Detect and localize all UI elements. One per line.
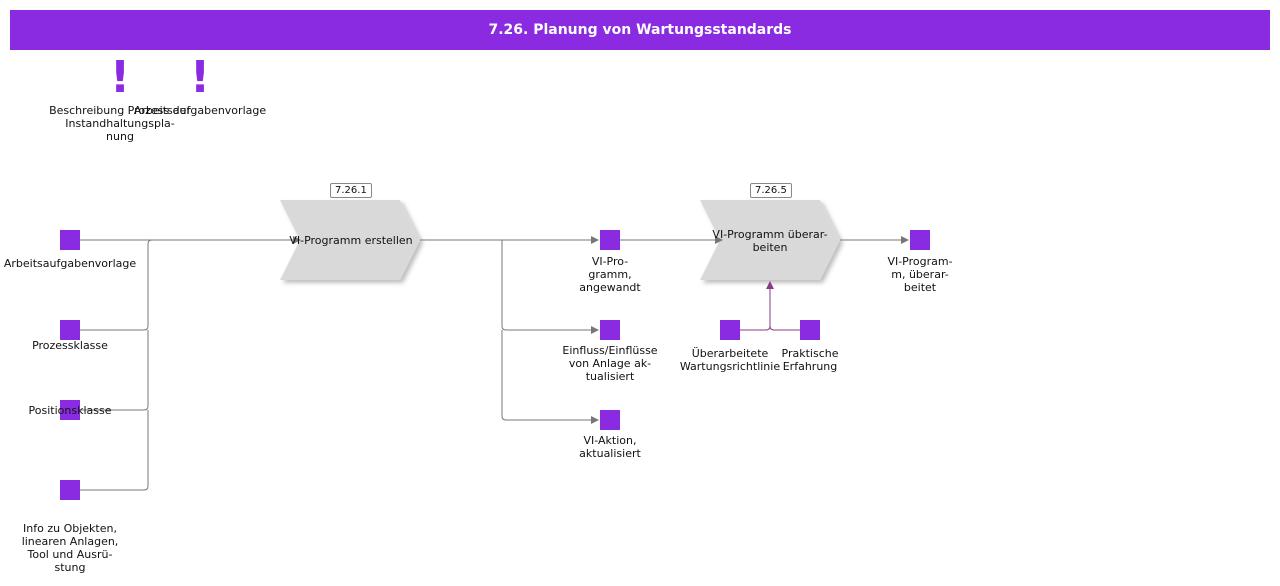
process-shape-7-26-5[interactable] (700, 200, 840, 280)
input-label: Arbeitsaufgabenvorlage (3, 257, 137, 270)
output-node[interactable] (600, 230, 620, 250)
revision-input-label: Praktische Erfahrung (781, 347, 839, 373)
output-node[interactable] (600, 410, 620, 430)
title-bar: 7.26. Planung von Wartungsstandards (10, 10, 1270, 50)
input-node[interactable] (60, 480, 80, 500)
process-shape-7-26-1[interactable] (280, 200, 420, 280)
input-node[interactable] (60, 230, 80, 250)
revision-input-node[interactable] (800, 320, 820, 340)
process-id-badge: 7.26.1 (330, 183, 372, 198)
output-label: VI-Aktion, aktualisiert (579, 434, 641, 460)
input-label: Positionsklasse (28, 404, 112, 417)
output-label: Einfluss/Einflüsse von Anlage ak- tualis… (562, 344, 658, 383)
process-label: VI-Programm erstellen (289, 234, 413, 247)
process-id-badge: 7.26.5 (750, 183, 792, 198)
final-output-label: VI-Program- m, überar- beitet (887, 255, 953, 294)
output-node[interactable] (600, 320, 620, 340)
input-node[interactable] (60, 320, 80, 340)
revision-connectors (740, 281, 800, 331)
note-label: Arbeitsaufgabenvorlage (133, 104, 267, 117)
note-label: Beschreibung Prozess der Instandhaltungs… (49, 104, 191, 143)
page-title: 7.26. Planung von Wartungsstandards (488, 22, 792, 38)
input-label: Info zu Objekten, linearen Anlagen, Tool… (21, 522, 119, 574)
output-label: VI-Pro- gramm, angewandt (579, 255, 641, 294)
revision-input-label: Überarbeitete Wartungsrichtlinie (679, 347, 781, 373)
output-connectors (420, 236, 909, 424)
revision-input-node[interactable] (720, 320, 740, 340)
process-label: VI-Programm überar- beiten (712, 228, 828, 254)
exclamation-icon[interactable]: ! (190, 52, 211, 103)
input-label: Prozessklasse (32, 339, 108, 352)
final-output-node[interactable] (910, 230, 930, 250)
input-connectors (80, 236, 301, 491)
input-node[interactable] (60, 400, 80, 420)
exclamation-icon[interactable]: ! (110, 52, 131, 103)
